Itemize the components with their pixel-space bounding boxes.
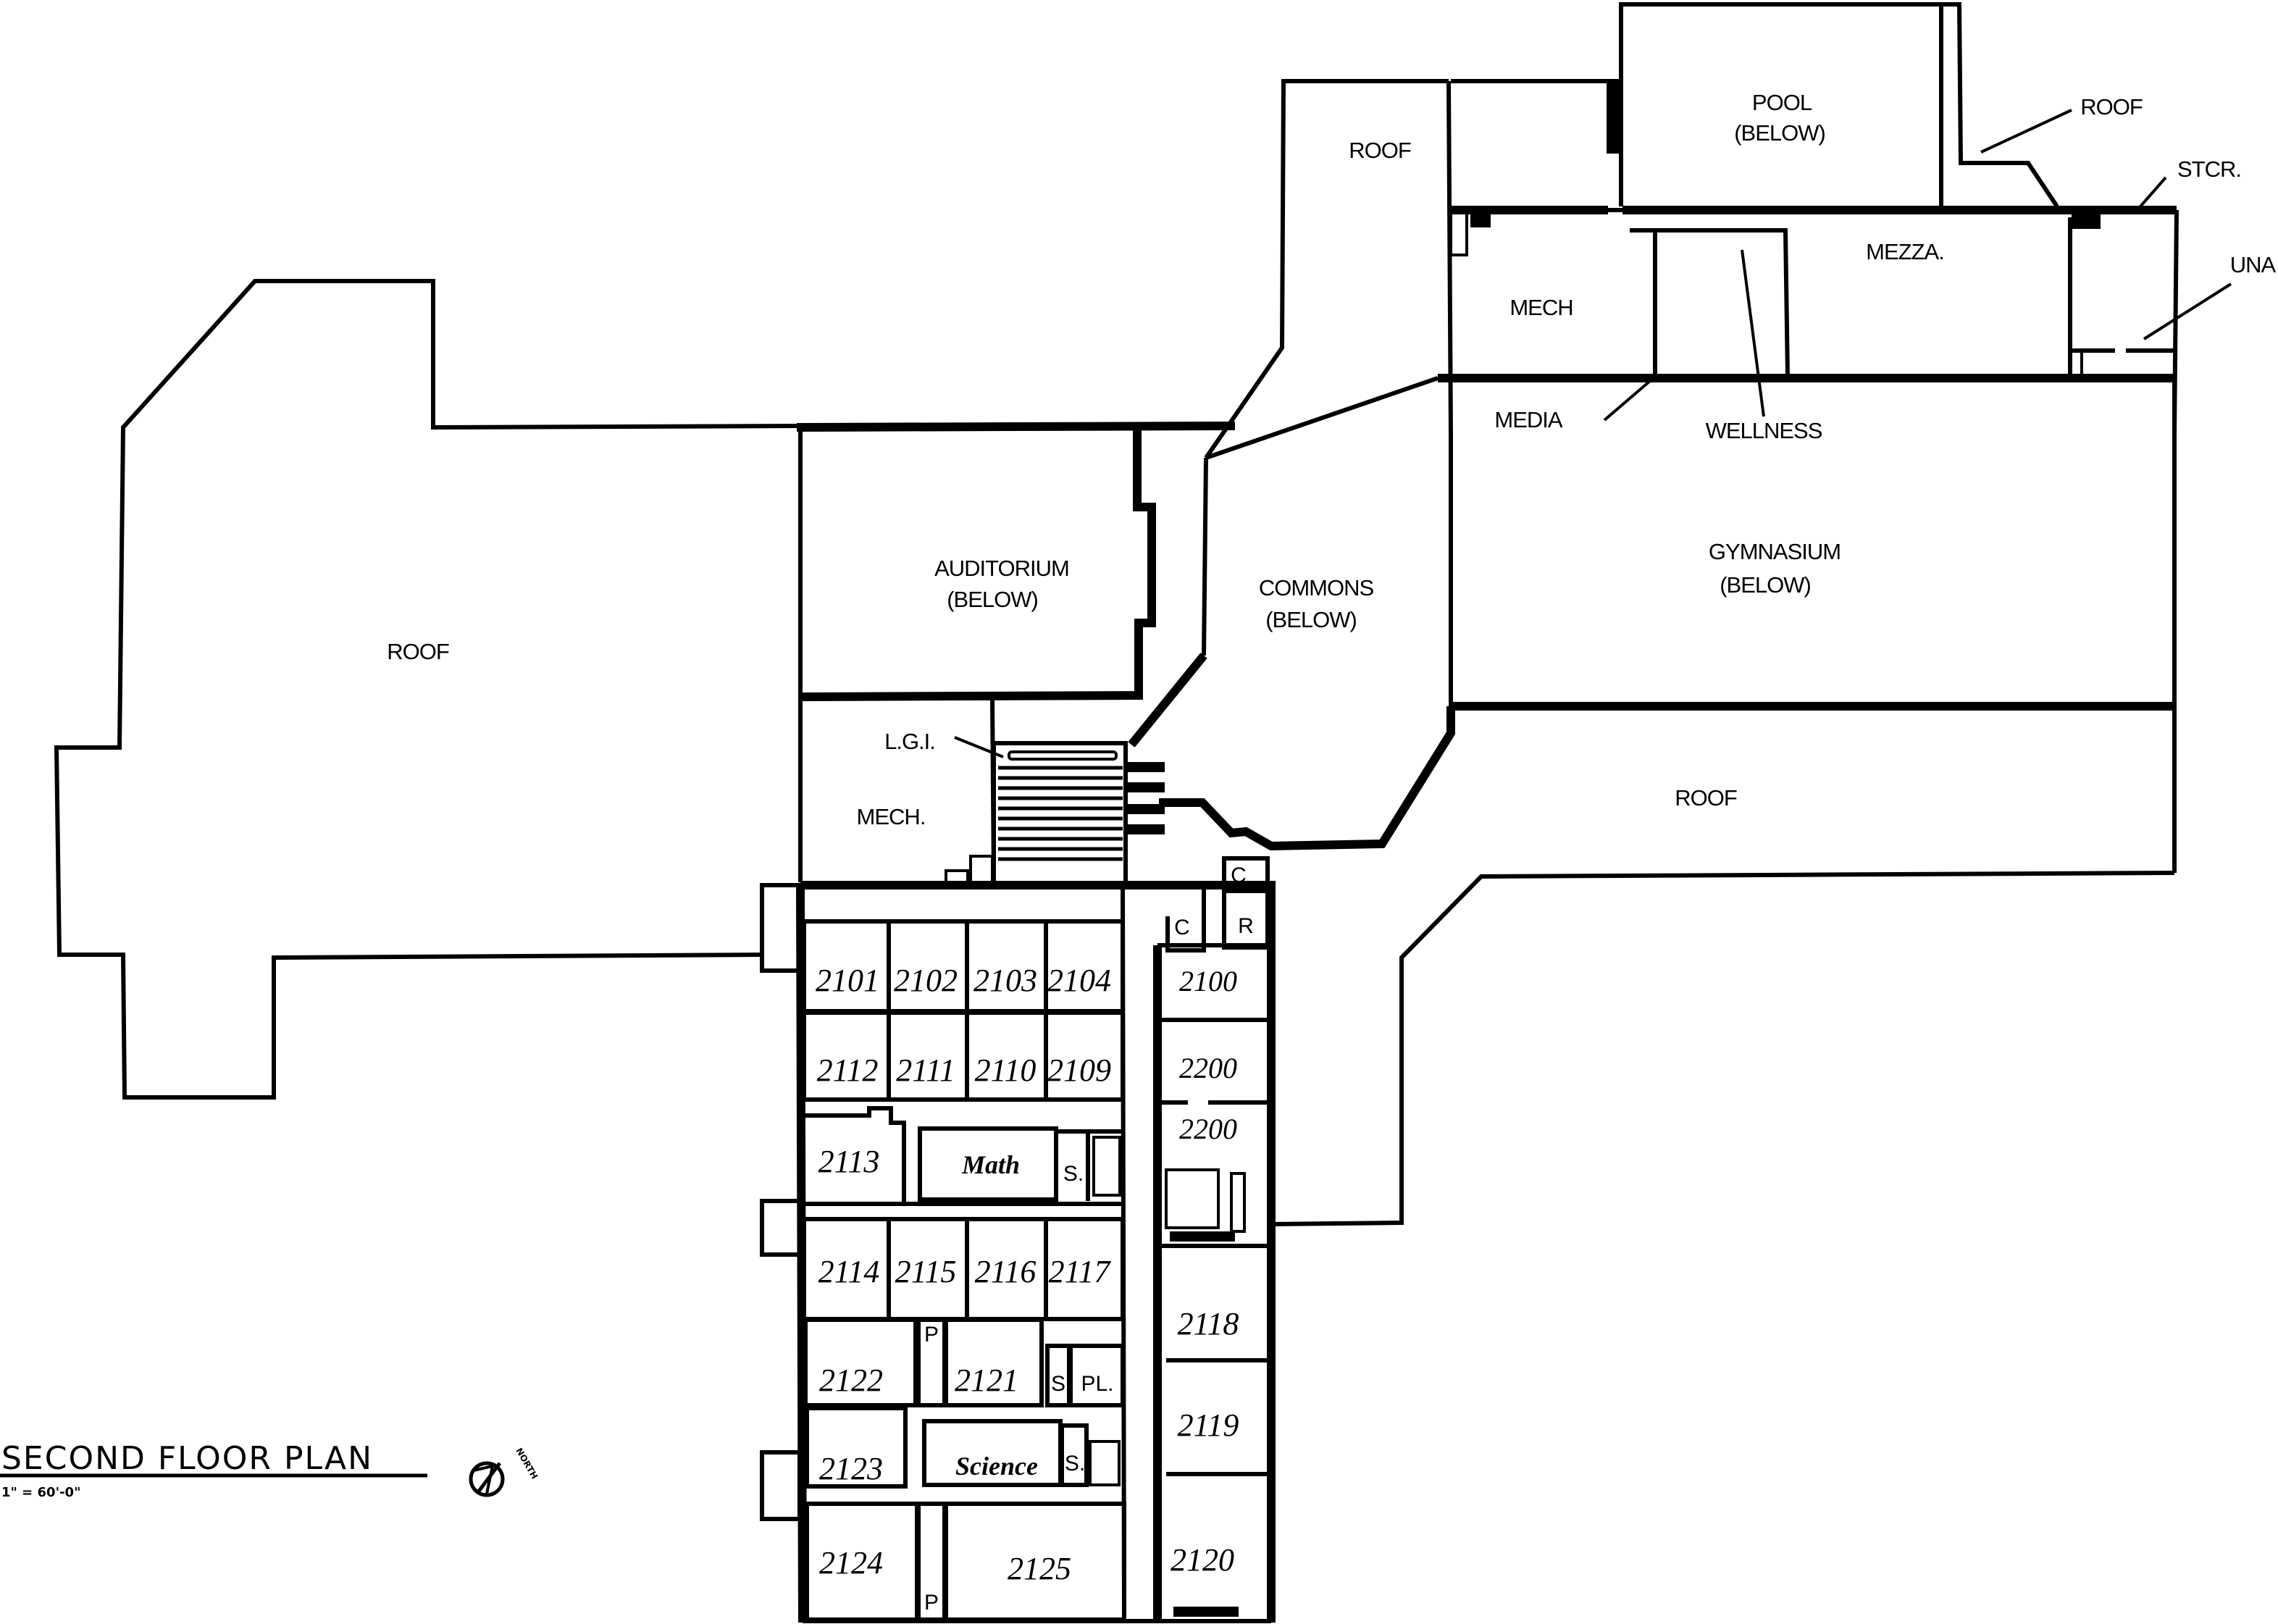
room-2115[interactable]: 2115 <box>895 1254 957 1289</box>
restroom-label: R <box>1238 914 1254 938</box>
media-label: MEDIA <box>1494 407 1563 432</box>
room-2113[interactable]: 2113 <box>818 1144 880 1179</box>
classroom-labels: 2101 2102 2103 2104 2112 2111 2110 2109 … <box>816 963 1239 1586</box>
area-labels: ROOF ROOF ROOF ROOF POOL (BELOW) AUDITOR… <box>387 90 2277 829</box>
roof-west-label: ROOF <box>387 639 449 664</box>
room-2119[interactable]: 2119 <box>1178 1407 1239 1443</box>
s-math-label: S. <box>1063 1162 1084 1186</box>
pool-sub-label: (BELOW) <box>1734 120 1825 146</box>
pool-block <box>1607 2 2059 208</box>
gymnasium-sub-label: (BELOW) <box>1720 572 1811 598</box>
room-2112[interactable]: 2112 <box>817 1052 879 1088</box>
science-label: Science <box>955 1452 1038 1481</box>
room-2200-b[interactable]: 2200 <box>1179 1113 1237 1145</box>
room-2118[interactable]: 2118 <box>1178 1306 1239 1342</box>
room-2103[interactable]: 2103 <box>973 963 1037 998</box>
room-2104[interactable]: 2104 <box>1047 963 1111 998</box>
room-2116[interactable]: 2116 <box>975 1254 1037 1289</box>
room-2122[interactable]: 2122 <box>819 1363 883 1398</box>
mech-west-label: MECH. <box>857 804 926 829</box>
plan-scale: 1" = 60'-0" <box>1 1485 80 1500</box>
gymnasium-label: GYMNASIUM <box>1709 539 1841 564</box>
room-2109[interactable]: 2109 <box>1047 1052 1111 1088</box>
closet-upper-label: C <box>1231 863 1247 887</box>
classroom-wing <box>760 881 1276 1623</box>
room-2120[interactable]: 2120 <box>1171 1542 1234 1578</box>
mech-north-label: MECH <box>1509 295 1573 320</box>
roof-northeast-label: ROOF <box>2080 94 2143 120</box>
service-room-labels: C C R P P S. S PL. S. <box>924 863 1254 1615</box>
commons-sub-label: (BELOW) <box>1265 607 1357 632</box>
wellness-label: WELLNESS <box>1706 418 1822 443</box>
roof-southeast-label: ROOF <box>1675 785 1737 811</box>
title-block: SECOND FLOOR PLAN 1" = 60'-0" NORTH <box>0 1440 540 1500</box>
gymnasium-block <box>1270 374 2177 1226</box>
math-label: Math <box>961 1150 1020 1179</box>
lgi-stairs <box>945 741 1165 889</box>
room-2117[interactable]: 2117 <box>1049 1254 1112 1289</box>
east-classroom-column <box>1153 856 1271 1621</box>
plan-title: SECOND FLOOR PLAN <box>1 1440 373 1477</box>
stair-label: STCR. <box>2177 156 2241 182</box>
room-2100[interactable]: 2100 <box>1179 965 1237 997</box>
room-2121[interactable]: 2121 <box>955 1363 1018 1398</box>
room-2200-a[interactable]: 2200 <box>1179 1052 1237 1084</box>
room-2123[interactable]: 2123 <box>819 1451 883 1486</box>
auditorium-sub-label: (BELOW) <box>947 587 1038 612</box>
leader-lines <box>954 109 2232 758</box>
north-roof-wing <box>1202 79 1453 656</box>
p-upper-label: P <box>924 1323 939 1347</box>
s-mid-label: S <box>1051 1372 1065 1396</box>
roof-north-label: ROOF <box>1349 138 1411 163</box>
commons-block <box>1128 376 1455 851</box>
room-2101[interactable]: 2101 <box>816 963 879 998</box>
mezzanine-label: MEZZA. <box>1866 239 1944 264</box>
room-2124[interactable]: 2124 <box>819 1545 883 1581</box>
mech-mezzanine-block <box>1449 79 2179 435</box>
room-2102[interactable]: 2102 <box>894 963 958 998</box>
room-2114[interactable]: 2114 <box>818 1254 880 1289</box>
room-2125[interactable]: 2125 <box>1008 1551 1071 1586</box>
pool-label: POOL <box>1752 90 1812 115</box>
commons-label: COMMONS <box>1259 575 1374 600</box>
north-arrow-icon: NORTH <box>469 1447 540 1497</box>
s-science-label: S. <box>1065 1452 1085 1476</box>
north-label: NORTH <box>514 1447 540 1481</box>
west-roof-wing <box>54 279 797 1100</box>
room-2111[interactable]: 2111 <box>896 1052 955 1088</box>
una-label: UNA <box>2230 252 2277 277</box>
auditorium-label: AUDITORIUM <box>934 556 1069 581</box>
p-lower-label: P <box>924 1591 939 1615</box>
pl-label: PL. <box>1081 1372 1113 1396</box>
room-2110[interactable]: 2110 <box>975 1052 1037 1088</box>
lgi-label: L.G.I. <box>884 729 935 754</box>
department-labels: Math Science <box>955 1150 1038 1481</box>
closet-lower-label: C <box>1174 916 1190 939</box>
